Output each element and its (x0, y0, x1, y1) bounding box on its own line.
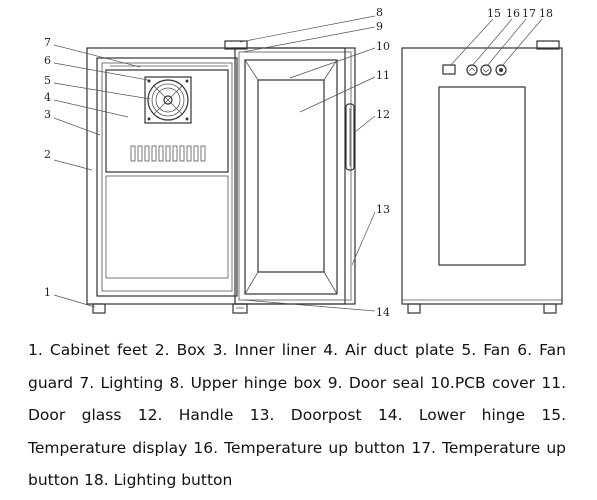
callout-18: 18 (539, 7, 553, 20)
callout-4: 4 (44, 91, 51, 104)
fan-assembly (144, 76, 192, 124)
cabinet-box (86, 47, 346, 305)
cabinet-foot-left (92, 303, 106, 314)
temperature-up-button (466, 64, 478, 76)
callout-1: 1 (44, 286, 51, 299)
upper-hinge-box (224, 40, 248, 50)
door-seal (238, 51, 352, 301)
fan-screw-br (185, 117, 189, 121)
inner-liner-edge (101, 62, 233, 292)
fan-ring-outer (147, 79, 189, 121)
parts-legend: 1. Cabinet feet 2. Box 3. Inner liner 4.… (28, 341, 566, 489)
cabinet-closed-view (401, 40, 563, 314)
fan-guard (144, 76, 192, 124)
closed-foot-right (543, 303, 557, 314)
leader-lines (53, 15, 543, 312)
callout-7: 7 (44, 36, 51, 49)
callout-15: 15 (487, 7, 501, 20)
temperature-down-button (480, 64, 492, 76)
fan-spoke-b (153, 85, 183, 115)
callout-11: 11 (376, 69, 390, 82)
closed-upper-hinge (536, 40, 560, 50)
callout-5: 5 (44, 74, 51, 87)
callout-10: 10 (376, 40, 390, 53)
pcb-cover (244, 59, 338, 295)
lower-compartment (105, 175, 229, 279)
fan-screw-tl (147, 79, 151, 83)
door-glass (257, 79, 325, 273)
vent-slots (130, 145, 206, 162)
fan-screw-bl (147, 117, 151, 121)
lighting-button (495, 64, 507, 76)
inner-liner (96, 57, 238, 297)
callout-2: 2 (44, 148, 51, 161)
closed-door-glass (438, 86, 526, 266)
open-door (234, 47, 356, 305)
cabinet-foot-right (232, 303, 248, 314)
callout-12: 12 (376, 108, 390, 121)
callout-17: 17 (522, 7, 536, 20)
handle (345, 103, 355, 171)
fan-hub (163, 95, 173, 105)
closed-foot-left (407, 303, 421, 314)
callout-labels: 1 2 3 4 5 6 7 8 9 10 11 12 13 14 15 16 1… (44, 6, 553, 319)
fan-ring-middle (151, 83, 185, 117)
callout-16: 16 (506, 7, 520, 20)
cabinet-diagram: 1 2 3 4 5 6 7 8 9 10 11 12 13 14 15 16 1… (44, 6, 563, 319)
air-duct-plate (105, 69, 229, 173)
callout-6: 6 (44, 54, 51, 67)
temperature-display (442, 64, 456, 75)
callout-3: 3 (44, 108, 51, 121)
fan-screw-tr (185, 79, 189, 83)
cabinet-front-view (86, 40, 356, 314)
closed-cabinet-box (401, 47, 563, 305)
fan-ring-inner (155, 87, 181, 113)
callout-8: 8 (376, 6, 383, 19)
callout-13: 13 (376, 203, 390, 216)
callout-14: 14 (376, 306, 390, 319)
callout-9: 9 (376, 20, 383, 33)
